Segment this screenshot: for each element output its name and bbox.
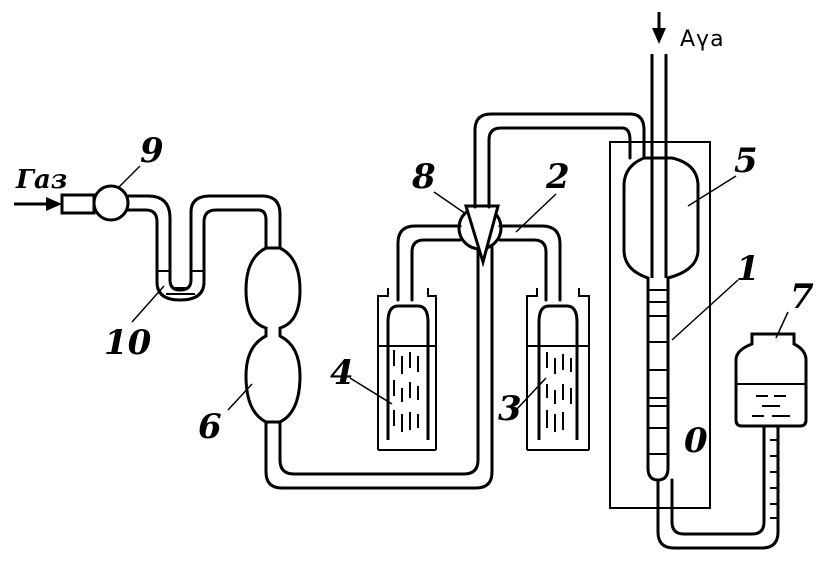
label-7: 7 — [790, 277, 814, 317]
air-inlet — [650, 12, 668, 278]
tube-burette-to-7 — [656, 422, 780, 550]
label-2: 2 — [545, 157, 570, 197]
label-9: 9 — [140, 131, 164, 171]
bulbs-6 — [244, 246, 302, 424]
absorption-vessel-4 — [377, 288, 437, 451]
label-zero: 0 — [684, 421, 708, 461]
tube-8-to-burette — [473, 112, 646, 209]
inlet-nozzle — [60, 193, 96, 215]
tube-6-to-8 — [264, 234, 494, 490]
label-10: 10 — [104, 323, 152, 363]
label-6: 6 — [198, 407, 222, 447]
air-label: Аүа — [680, 27, 725, 52]
gas-label: Газ — [15, 165, 67, 195]
tube-9-to-10 — [126, 194, 172, 282]
label-4: 4 — [330, 353, 354, 393]
water-jacket — [609, 141, 711, 509]
tube-graduations — [770, 439, 778, 519]
three-way-stopcock-8 — [457, 204, 503, 268]
stopcock-9 — [92, 184, 130, 222]
tube-8-to-4 — [396, 224, 462, 302]
leader-lines — [117, 165, 789, 411]
label-1: 1 — [736, 249, 760, 289]
level-bottle-7 — [734, 332, 808, 428]
label-3: 3 — [498, 389, 522, 429]
tube-8-to-3 — [498, 224, 562, 302]
label-8: 8 — [411, 157, 436, 197]
u-tube-10 — [155, 194, 282, 302]
absorption-vessel-3 — [526, 288, 590, 451]
label-5: 5 — [734, 141, 758, 181]
gas-inlet-arrow — [14, 197, 62, 211]
